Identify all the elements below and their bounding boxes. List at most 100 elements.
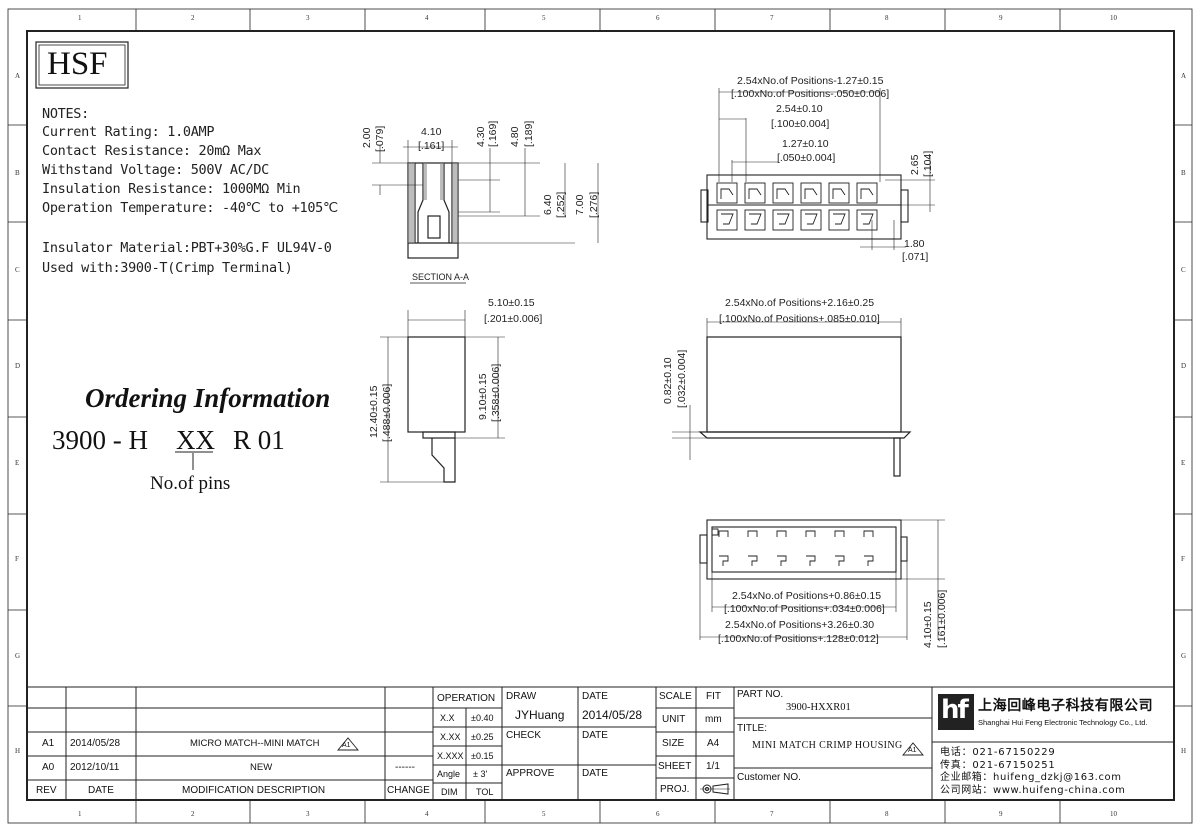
dim-half-pitch: 1.27±0.10 xyxy=(782,138,829,150)
dim-169: [.169] xyxy=(487,120,499,147)
dim-height-12-40-inch: [.488±0.006] xyxy=(381,383,393,442)
company-email: 企业邮箱：huifeng_dzkj@163.com xyxy=(940,772,1122,783)
dim-inner-length-inch: [.100xNo.of Positions+.034±0.006] xyxy=(724,603,885,615)
zone-row-g-right: G xyxy=(1181,652,1187,660)
dim-104: [.104] xyxy=(922,150,934,177)
dim-pitch-total-inch: [.100xNo.of Positions-.050±0.006] xyxy=(731,88,890,100)
scale-label: SCALE xyxy=(659,691,692,702)
rev-a1-badge: A1 xyxy=(342,742,351,749)
section-label: SECTION A-A xyxy=(412,272,470,282)
zone-col-1-bottom: 1 xyxy=(78,810,82,818)
zone-row-a: A xyxy=(15,72,21,80)
check-date-label: DATE xyxy=(582,730,608,741)
dim-inner-length: 2.54xNo.of Positions+0.86±0.15 xyxy=(732,590,882,602)
tol-xx-key: X.X xyxy=(440,713,455,723)
rev-a1-date: 2014/05/28 xyxy=(70,738,121,749)
zone-col-2: 2 xyxy=(191,14,195,22)
zone-col-3-bottom: 3 xyxy=(306,810,310,818)
dim-pitch-inch: [.100±0.004] xyxy=(771,118,830,130)
dim-4-10: 4.10 xyxy=(421,126,442,138)
rev-a0-date: 2012/10/11 xyxy=(70,762,120,773)
dim-189: [.189] xyxy=(523,120,535,147)
terminal-latch xyxy=(860,188,874,199)
zone-row-d-right: D xyxy=(1181,362,1187,370)
lower-cavity xyxy=(772,209,794,231)
projection-icon xyxy=(700,782,732,796)
dim-pitch: 2.54±0.10 xyxy=(776,103,823,115)
tol-xxxx-val: ±0.15 xyxy=(471,751,494,761)
zone-row-f-right: F xyxy=(1181,555,1185,563)
upper-slot xyxy=(776,530,787,537)
unit-label: UNIT xyxy=(662,714,686,725)
dim-6-40: 6.40 xyxy=(542,194,554,215)
terminal-latch xyxy=(861,213,874,225)
rev-a1-id: A1 xyxy=(42,738,55,749)
dim-width-5-10-inch: [.201±0.006] xyxy=(484,313,543,325)
note-withstand-voltage: Withstand Voltage: 500V AC/DC xyxy=(42,162,270,178)
zone-row-b: B xyxy=(15,169,20,177)
sheet-value: 1/1 xyxy=(706,761,720,772)
upper-slot xyxy=(834,530,845,537)
lower-slot xyxy=(835,555,845,566)
rev-a1-description: MICRO MATCH--MINI MATCH xyxy=(190,738,320,749)
zone-col-6-bottom: 6 xyxy=(656,810,660,818)
zone-col-7: 7 xyxy=(770,14,774,22)
approve-date-label: DATE xyxy=(582,768,608,779)
zone-row-c-right: C xyxy=(1181,266,1186,274)
tol-angle-val: ± 3' xyxy=(473,769,488,779)
lower-slot xyxy=(777,555,787,566)
title-label: TITLE: xyxy=(737,723,768,734)
zone-col-6: 6 xyxy=(656,14,660,22)
tol-xxx-key: X.XX xyxy=(440,732,461,742)
rev-header-description: MODIFICATION DESCRIPTION xyxy=(182,785,326,796)
zone-col-4: 4 xyxy=(425,14,429,22)
company-name-en: Shanghai Hui Feng Electronic Technology … xyxy=(978,718,1148,727)
ordering-heading: Ordering Information xyxy=(85,383,331,413)
zone-col-4-bottom: 4 xyxy=(425,810,429,818)
dim-4-30: 4.30 xyxy=(475,126,487,147)
hsf-logo: HSF xyxy=(47,46,108,82)
note-insulator-material: Insulator Material:PBT+30%G.F UL94V-0 xyxy=(42,240,332,256)
upper-slot xyxy=(863,530,874,537)
terminal-latch xyxy=(832,188,846,199)
zone-row-a-right: A xyxy=(1181,72,1187,80)
zone-col-10: 10 xyxy=(1110,14,1117,22)
zone-col-7-bottom: 7 xyxy=(770,810,774,818)
terminal-latch xyxy=(776,188,790,199)
part-number: 3900-HXXR01 xyxy=(786,702,851,713)
upper-cavity xyxy=(772,182,794,204)
terminal-latch xyxy=(777,213,790,225)
lower-cavity xyxy=(716,209,738,231)
dim-pitch-total: 2.54xNo.of Positions-1.27±0.15 xyxy=(737,75,884,87)
notes-heading: NOTES: xyxy=(42,106,89,122)
dim-height-12-40: 12.40±0.15 xyxy=(368,385,380,438)
zone-row-e-right: E xyxy=(1181,459,1186,467)
ordering-pins-note: No.of pins xyxy=(150,473,231,494)
projection-label: PROJ. xyxy=(660,784,690,795)
tol-xxx-val: ±0.25 xyxy=(471,732,494,742)
rev-header-rev: REV xyxy=(36,785,57,796)
company-fax: 传真：021-67150251 xyxy=(940,760,1056,771)
dim-2-00: 2.00 xyxy=(361,127,373,148)
terminal-latch xyxy=(721,213,734,225)
part-number-label: PART NO. xyxy=(737,689,784,700)
dim-height-9-10-inch: [.358±0.006] xyxy=(490,363,502,422)
zone-row-f: F xyxy=(15,555,19,563)
company-name-cn: 上海回峰电子科技有限公司 xyxy=(978,698,1154,714)
drawing-title: MINI MATCH CRIMP HOUSING xyxy=(752,740,903,751)
zone-col-3: 3 xyxy=(306,14,310,22)
dim-4-80: 4.80 xyxy=(509,126,521,147)
note-insulation-resistance: Insulation Resistance: 1000MΩ Min xyxy=(42,181,301,197)
dim-depth-4-10: 4.10±0.15 xyxy=(922,601,934,648)
note-operation-temperature: Operation Temperature: -40℃ to +105℃ xyxy=(42,200,338,216)
scale-value: FIT xyxy=(706,691,721,702)
company-website: 公司网站：www.huifeng-china.com xyxy=(940,785,1126,796)
dim-2-65: 2.65 xyxy=(909,154,921,175)
zone-col-2-bottom: 2 xyxy=(191,810,195,818)
upper-cavity xyxy=(856,182,878,204)
tol-xx-val: ±0.40 xyxy=(471,713,494,723)
zone-row-e: E xyxy=(15,459,20,467)
approve-label: APPROVE xyxy=(506,768,555,779)
dim-half-pitch-inch: [.050±0.004] xyxy=(777,152,836,164)
